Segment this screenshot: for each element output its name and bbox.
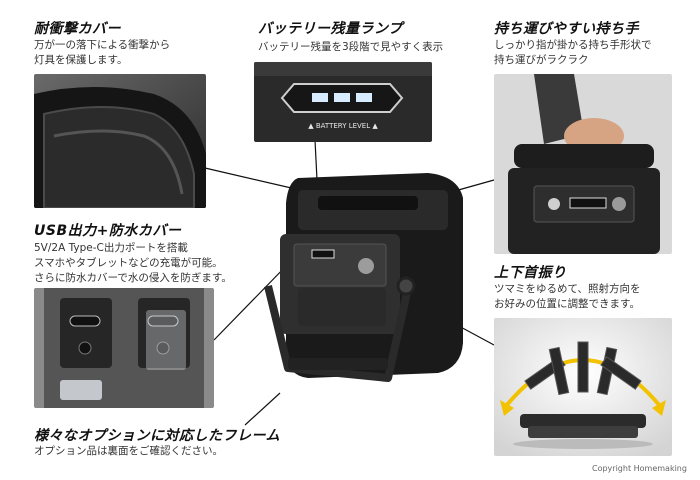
leader-line-usb bbox=[213, 261, 291, 341]
usb-c-port-left bbox=[69, 315, 101, 327]
handle-desc-2: 持ち運びがラクラク bbox=[494, 54, 589, 66]
battery-led-3 bbox=[356, 93, 372, 102]
lamp-top-handle bbox=[318, 196, 418, 210]
leader-line-shock bbox=[204, 167, 301, 191]
dc-port-right bbox=[156, 341, 170, 355]
tilt-title: 上下首振り bbox=[494, 265, 567, 281]
handle-title: 持ち運びやすい持ち手 bbox=[494, 21, 639, 37]
lamp-battery-indicator bbox=[311, 249, 335, 259]
tilt-desc-1: ツマミをゆるめて、照射方向を bbox=[494, 283, 641, 295]
shock-cover-desc-2: 灯具を保護します。 bbox=[34, 54, 128, 66]
battery-lamp-photo: ▲ BATTERY LEVEL ▲ bbox=[254, 62, 432, 142]
waterproof-cover-right bbox=[146, 310, 186, 370]
usb-desc-3: さらに防水カバーで水の侵入を防ぎます。 bbox=[34, 272, 232, 284]
tilt-knob bbox=[396, 276, 416, 296]
usb-title: USB出力+防水カバー bbox=[34, 223, 182, 239]
battery-lamp-title: バッテリー残量ランプ bbox=[258, 21, 403, 37]
handle-photo bbox=[494, 74, 672, 254]
shock-cover-title: 耐衝撃カバー bbox=[34, 21, 121, 37]
tilt-desc-2: お好みの位置に調整できます。 bbox=[494, 298, 640, 310]
usb-photo bbox=[34, 288, 214, 408]
usb-c-port-right bbox=[147, 315, 179, 327]
tilt-photo bbox=[494, 318, 672, 456]
waterproof-cover-left bbox=[60, 380, 102, 400]
battery-level-label: ▲ BATTERY LEVEL ▲ bbox=[308, 122, 378, 130]
frame-desc: オプション品は裏面をご確認ください。 bbox=[34, 445, 223, 457]
usb-desc-2: スマホやタブレットなどの充電が可能。 bbox=[34, 257, 223, 269]
frame-title: 様々なオプションに対応したフレーム bbox=[34, 428, 281, 444]
leader-line-frame bbox=[244, 392, 281, 426]
lamp-stand-frame bbox=[264, 285, 412, 382]
copyright-text: Copyright Homemaking bbox=[592, 464, 687, 473]
battery-led-1 bbox=[312, 93, 328, 102]
handle-bar bbox=[514, 144, 654, 168]
product-main-image bbox=[258, 168, 468, 408]
handle-desc-1: しっかり指が掛かる持ち手形状で bbox=[494, 39, 652, 51]
usb-desc-1: 5V/2A Type-C出力ポートを搭載 bbox=[34, 242, 188, 254]
dc-port-left bbox=[78, 341, 92, 355]
shock-cover-desc-1: 万が一の落下による衝撃から bbox=[34, 39, 171, 51]
shock-cover-photo bbox=[34, 74, 206, 208]
battery-lamp-desc: バッテリー残量を3段階で見やすく表示 bbox=[258, 41, 444, 53]
battery-led-2 bbox=[334, 93, 350, 102]
lamp-power-button bbox=[358, 258, 374, 274]
